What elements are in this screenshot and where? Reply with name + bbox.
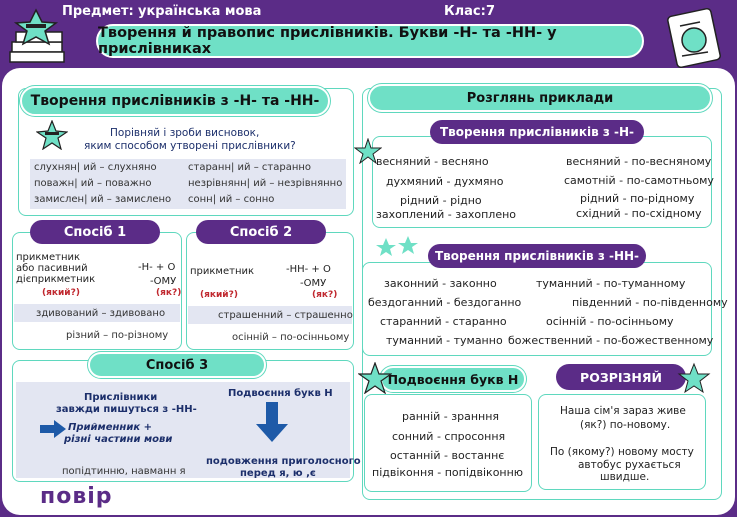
left-section-title: Творення прислівників з -Н- та -НН- (20, 86, 330, 116)
method2-panel (186, 232, 354, 350)
pair-left-2: поважн| ий – поважно (34, 178, 152, 189)
n-right-4: східний - по-східному (576, 207, 702, 220)
m1-band (14, 304, 180, 322)
m3-left-title1: Прислівники (84, 392, 158, 403)
m2-band (188, 306, 352, 324)
m3-band (16, 382, 350, 478)
logo-text: повір (40, 484, 113, 509)
m2-suffix: -НН- + О (286, 264, 331, 275)
m3-left-item2: різні частини мови (64, 434, 173, 445)
nn-title: Творення прислівників з -НН- (428, 244, 646, 268)
pair-right-1: старанн| ий – старанно (188, 162, 312, 173)
nn-left-1: законний - законно (384, 277, 497, 290)
star-icon (358, 362, 392, 394)
m2-ex1: страшенний – страшенно (218, 310, 353, 321)
m1-line3: дієприкметник (16, 274, 96, 285)
task-line1: Порівняй і зроби висновок, (110, 127, 260, 139)
page-title: Творення й правопис прислівників. Букви … (96, 24, 644, 58)
n-title: Творення прислівників з -Н- (430, 120, 644, 144)
m1-ex1: здивований – здивовано (36, 308, 166, 319)
pair-left-3: замислен| ий – замислено (34, 194, 172, 205)
stars-icon (677, 362, 711, 394)
double-2: сонний - спросоння (392, 430, 506, 443)
nn-left-3: старанний - старанно (380, 315, 507, 328)
star-icon (354, 138, 382, 164)
nn-right-4: божественний - по-божественному (508, 334, 714, 347)
nn-right-2: південний - по-південному (572, 296, 728, 309)
n-left-4: захоплений - захоплено (376, 208, 517, 221)
distinguish-p2a: По (якому?) новому мосту (550, 446, 694, 458)
stars-icon (376, 236, 418, 256)
nn-left-2: бездоганний - бездоганно (368, 296, 522, 309)
m1-suffix: -Н- + О (138, 262, 176, 273)
subject-label: Предмет: (62, 4, 134, 19)
double-title: Подвоєння букв Н (380, 366, 526, 392)
m1-line1: прикметник (16, 252, 81, 263)
m2-line1: прикметник (190, 266, 255, 277)
n-left-1: весняний - весняно (376, 155, 489, 168)
distinguish-title: РОЗРІЗНЯЙ (556, 364, 686, 390)
nn-panel (362, 262, 712, 356)
n-right-1: весняний - по-весняному (566, 155, 712, 168)
double-4: підвіконня - попідвіконню (372, 466, 524, 479)
pair-right-2: незрівнянн| ий – незрівнянно (188, 178, 343, 189)
distinguish-p2c: швидше. (600, 471, 650, 483)
right-section-title: Розглянь приклади (368, 84, 712, 112)
pair-right-3: сонн| ий – сонно (188, 194, 275, 205)
star-icon (36, 120, 68, 150)
m3-left-ex: попідтинню, навманн я (62, 466, 186, 477)
arrow-right-icon (40, 420, 66, 438)
distinguish-p1a: Наша сім'я зараз живе (560, 405, 686, 417)
distinguish-p2b: автобус рухається (578, 459, 681, 471)
method2-label: Спосіб 2 (196, 220, 326, 244)
m2-q2: (як?) (312, 290, 338, 300)
m3-right-item1: подовження приголосного (206, 456, 361, 467)
distinguish-p1b: (як?) по-новому. (580, 419, 671, 431)
nn-right-1: туманний - по-туманному (536, 277, 686, 290)
nn-right-3: осінній - по-осінньому (546, 315, 674, 328)
pairs-band (30, 159, 346, 209)
n-left-2: духмяний - духмяно (386, 175, 504, 188)
m2-ex2: осінній – по-осінньому (232, 332, 350, 343)
pair-left-1: слухнян| ий – слухняно (34, 162, 157, 173)
m3-right-item2: перед я, ю ,є (240, 468, 316, 479)
m3-left-title2: завжди пишуться з -НН- (56, 404, 197, 415)
arrow-down-icon (256, 402, 288, 442)
m1-q1: (який?) (42, 288, 80, 298)
method1-label: Спосіб 1 (30, 220, 160, 244)
class-label: Клас: (444, 4, 486, 19)
m1-ex2: різний – по-різному (66, 330, 169, 341)
m3-left-item1: Прийменник + (68, 422, 152, 433)
method1-panel (12, 232, 182, 350)
subject-value: українська мова (138, 4, 262, 19)
clipboard-icon (667, 7, 721, 68)
nn-left-4: туманний - туманно (386, 334, 503, 347)
n-panel (372, 136, 712, 228)
n-right-3: рідний - по-рідному (580, 192, 695, 205)
m1-q2: (як?) (156, 288, 182, 298)
class-value: 7 (486, 4, 496, 19)
double-3: останній - востаннє (390, 449, 505, 462)
n-right-2: самотній - по-самотньому (564, 174, 714, 187)
m2-suffix2: -ОМУ (300, 278, 327, 289)
m1-suffix2: -ОМУ (150, 276, 177, 287)
m2-q1: (який?) (200, 290, 238, 300)
task-line2: яким способом утворені прислівники? (84, 140, 296, 152)
m3-right-title: Подвоєння букв Н (228, 388, 333, 399)
double-panel (364, 394, 532, 492)
m1-line2: або пасивний (16, 263, 88, 274)
books-star-icon (9, 8, 65, 63)
n-left-3: рідний - рідно (400, 194, 482, 207)
method3-label: Спосіб 3 (88, 352, 266, 378)
distinguish-panel (538, 394, 706, 490)
double-1: ранній - зранння (402, 410, 500, 423)
